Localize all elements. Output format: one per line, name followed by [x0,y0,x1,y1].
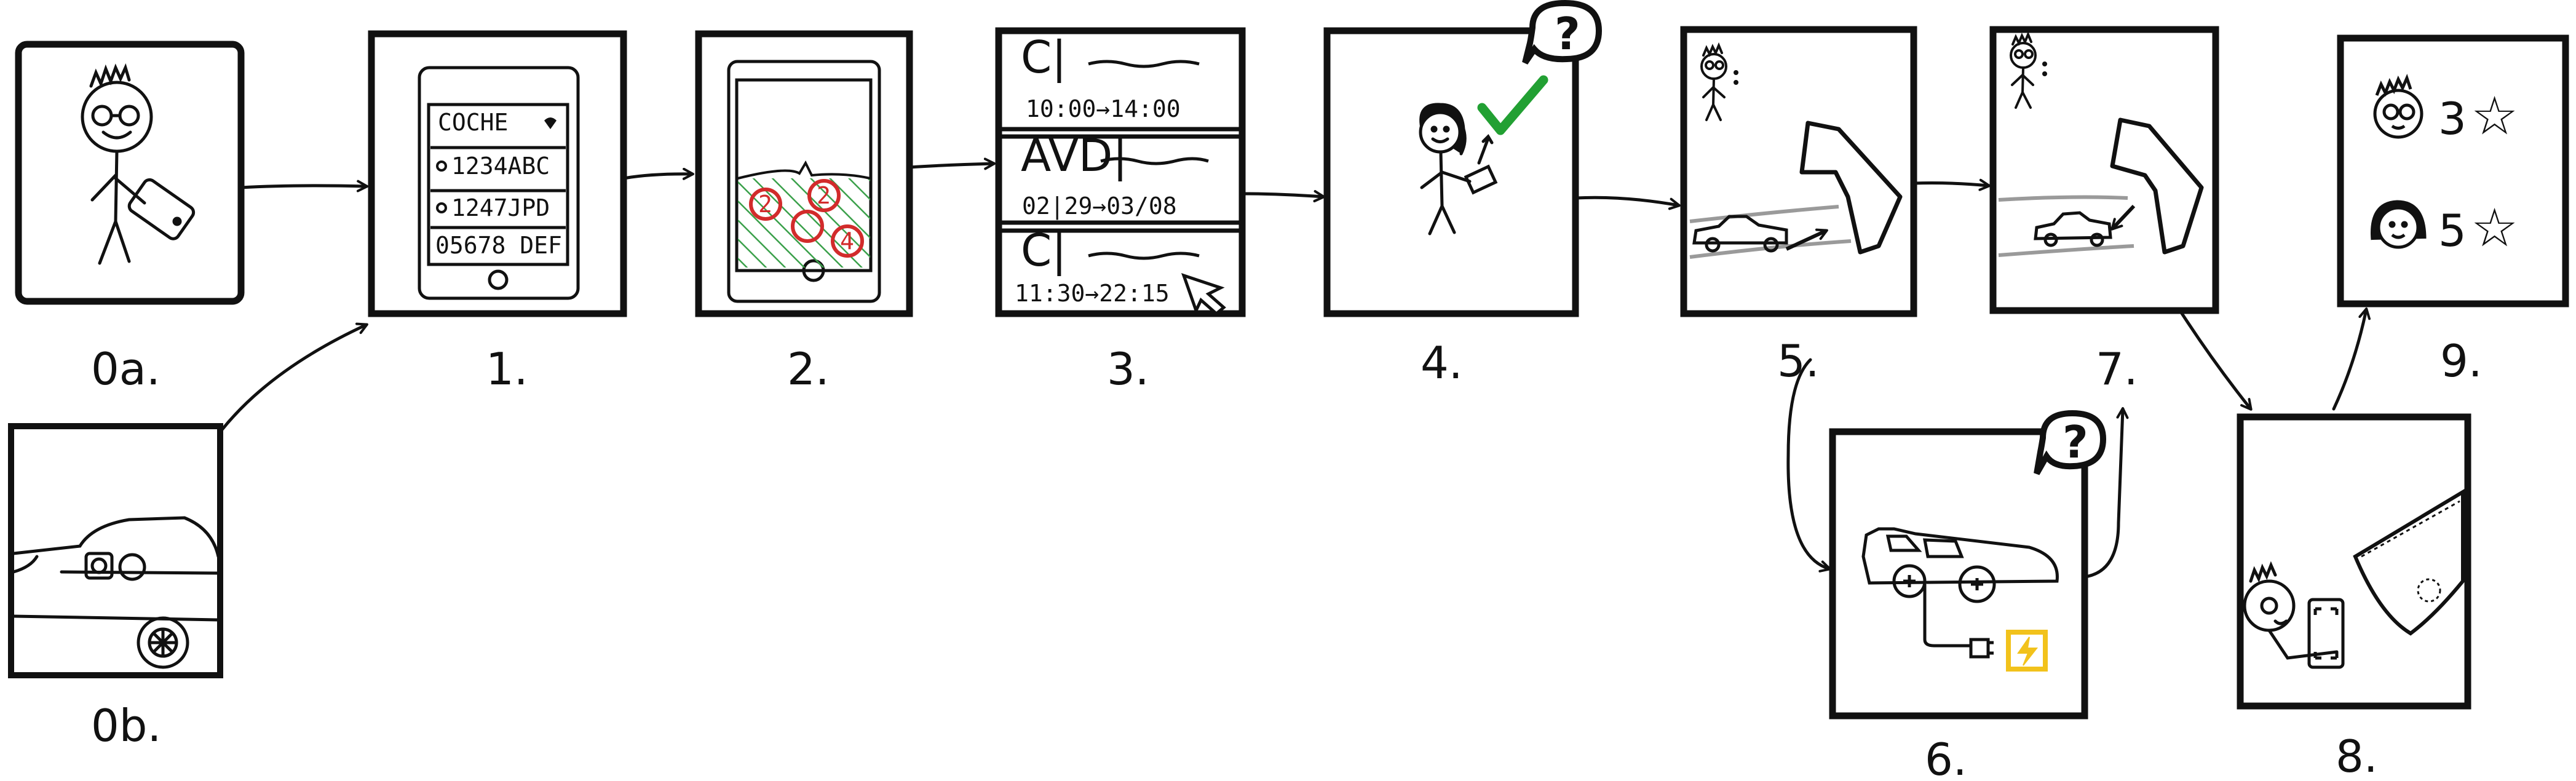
arrow-2-to-3 [908,157,996,170]
panel-3: C| 10:00→14:00 AVD| 02|29→03/08 C| 11:30… [995,27,1246,395]
list-rows: 1234ABC 1247JPD 05678 DEF [435,153,562,259]
map-pins [749,179,864,258]
road [1998,195,2134,257]
panel-2: 2 2 4 2. [695,30,913,395]
panel-0b-label: 0b. [91,700,161,751]
booking-3: C| 11:30→22:15 [1015,224,1226,316]
direction-arrow [1785,228,1828,251]
booking-2: AVD| 02|29→03/08 [1021,130,1209,220]
panel-0a-frame [15,41,245,305]
rating-a: 3 [2438,93,2467,145]
panel-8-label: 8. [2336,731,2378,781]
phone-icon [727,60,881,303]
panel-3-label: 3. [1107,343,1149,395]
panel-4-label: 4. [1421,337,1463,389]
panel-0a-label: 0a. [91,343,161,395]
panel-2-label: 2. [787,343,830,395]
panel-0b: 0b. [8,423,223,751]
phone-icon [418,66,580,300]
avatar [2371,200,2427,249]
booking-1-time: 10:00→14:00 [1026,95,1181,122]
question-bubble-icon: ? [1522,0,1603,65]
pin-icon [791,210,824,243]
arrow-0b-to-1 [220,322,368,432]
car-icon [1861,527,2059,648]
arrow-7-to-8 [2178,309,2253,411]
panel-4: ? 4. [1323,0,1603,389]
arrow-5-to-7 [1912,178,1991,191]
arrow-1-to-2 [622,167,694,180]
map-edge [737,160,871,180]
avatar [2373,74,2423,139]
panel-6-label: 6. [1925,734,1967,781]
checkmark-icon [1477,75,1548,135]
direction-arrow [2110,204,2136,231]
panel-6-frame [1829,428,2088,720]
cursor-icon [1181,273,1226,316]
question-mark: ? [2063,416,2088,468]
phone-icon [2307,598,2345,669]
stick-figure-icon [1419,103,1498,236]
pin-icon [807,179,841,212]
garage-icon [2110,117,2204,255]
booking-1-code: C| [1021,31,1067,84]
booking-3-code: C| [1021,224,1067,277]
panel-1: COCHE 1234ABC 1247JPD 05678 DEF 1. [368,30,627,395]
panel-5-label: 5. [1777,335,1820,387]
panel-0a: 0a. [15,41,245,395]
panel-7: 7. [1989,26,2219,395]
stick-figure-icon [81,63,153,265]
stick-figure-icon [1700,42,1738,121]
pin-icon [831,224,864,258]
star-icon: ☆ [2471,197,2518,259]
list-header: COCHE [438,109,508,136]
booking-1: C| 10:00→14:00 [1021,31,1200,122]
panel-9-frame [2337,34,2569,307]
stick-figure-icon [2010,31,2047,109]
pin-label: 4 [840,228,854,255]
car-icon [1692,215,1788,253]
stick-figure-icon [2243,561,2339,660]
arrow-8-to-9 [2332,307,2371,411]
panel-4-frame [1323,27,1579,317]
panel-1-frame [368,30,627,317]
panel-9: 3 ☆ 5 ☆ 9. [2337,34,2569,387]
car-icon [12,516,220,669]
question-mark: ? [1555,8,1580,60]
question-bubble-icon: ? [2034,410,2107,475]
car-detail [2353,488,2465,636]
pin-label: 2 [817,182,831,209]
rating-b: 5 [2438,205,2467,256]
panel-7-label: 7. [2096,343,2138,395]
star-icon: ☆ [2471,85,2518,147]
heart-icon [544,117,557,129]
panel-5: 5. [1680,26,1917,387]
list-row-2: 1247JPD [451,194,550,221]
panel-6: ? 6. [1829,410,2107,781]
booking-3-time: 11:30→22:15 [1015,280,1170,307]
connector-arrows [220,157,2371,579]
panel-3-frame [995,27,1246,317]
booking-2-code: AVD| [1021,130,1128,182]
panel-8: 8. [2237,413,2471,781]
arrow-5-to-6 [1786,358,1831,573]
garage-icon [1799,121,1903,255]
panel-1-label: 1. [486,343,528,395]
map-area [738,178,870,268]
car-icon [2034,211,2112,247]
arrow-6-to-7 [2083,407,2129,579]
list-row-3: 05678 DEF [435,232,562,259]
booking-2-date: 02|29→03/08 [1022,192,1177,220]
pin-icon [749,188,782,221]
road [1689,205,1852,259]
list-row-1: 1234ABC [451,153,550,180]
phone-icon [127,178,196,240]
arrow-4-to-5 [1574,196,1681,210]
arrow-3-to-4 [1240,190,1325,203]
arrow-0a-to-1 [239,180,368,192]
charger-icon [1969,630,2048,672]
pin-label: 2 [758,191,772,218]
panel-9-label: 9. [2440,335,2483,387]
